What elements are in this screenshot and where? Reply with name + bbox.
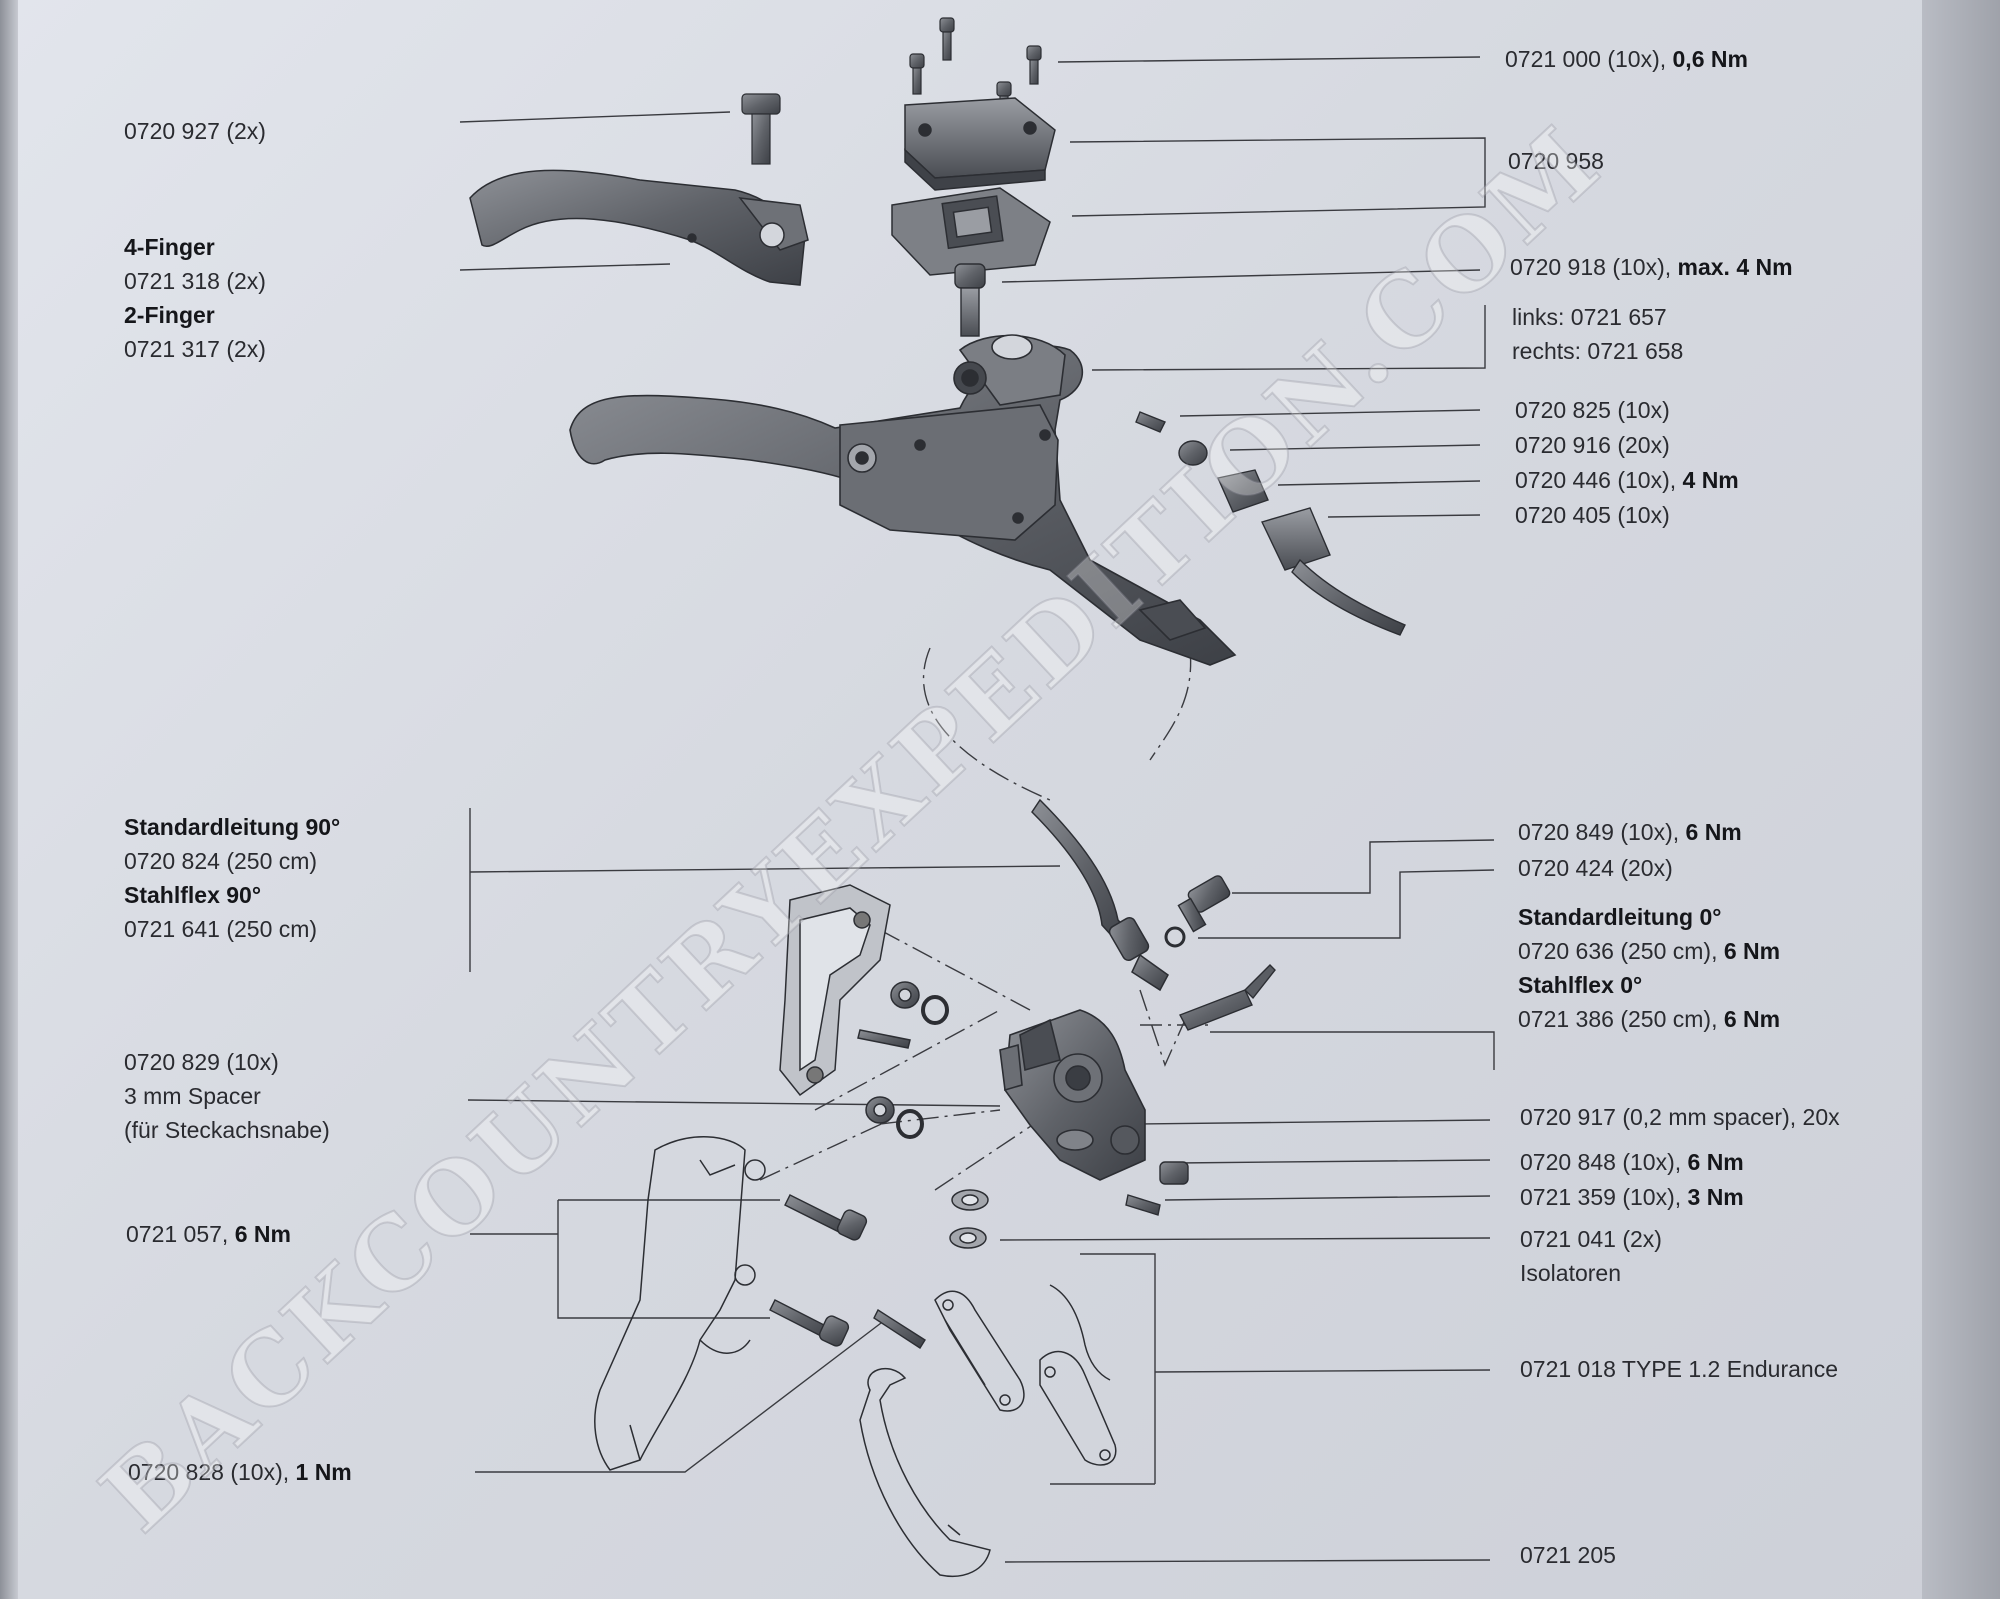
hose-fittings-upper: [1135, 411, 1406, 636]
part-label-hose-nut: 0720 446 (10x), 4 Nm: [1515, 463, 1739, 497]
torque-value: 6 Nm: [1723, 1006, 1781, 1032]
part-description: 3 mm Spacer: [124, 1083, 261, 1109]
part-label-banjo-washer: 0720 424 (20x): [1518, 851, 1673, 885]
part-number-text: 0721 318 (2x): [124, 268, 266, 294]
part-label-hose-pin: 0720 825 (10x): [1515, 393, 1670, 427]
brake-lever-main: [569, 334, 1237, 666]
caliper-adapter: [779, 884, 911, 1097]
part-label-bleed-screw: 0720 848 (10x), 6 Nm: [1520, 1145, 1744, 1179]
part-number-text: 0721 018 TYPE 1.2 Endurance: [1520, 1356, 1838, 1382]
part-number-text: 0720 958: [1508, 148, 1604, 174]
variant-2-finger: 2-Finger: [124, 302, 215, 328]
brake-caliper: [999, 1009, 1146, 1181]
part-number-text: 0720 824 (250 cm): [124, 848, 318, 874]
leader-lines: [459, 56, 1495, 1563]
hose-type-stahlflex: Stahlflex 0°: [1518, 972, 1643, 998]
torque-value: 6 Nm: [1687, 1149, 1744, 1175]
clamp-bolt: [954, 263, 986, 337]
caliper-fittings: [1125, 875, 1276, 1216]
part-label-pad-pin: 0720 828 (10x), 1 Nm: [128, 1455, 352, 1489]
part-label-clamp-bolt: 0720 918 (10x), max. 4 Nm: [1510, 250, 1793, 284]
brake-hose-90: [1031, 798, 1169, 992]
torque-value: 6 Nm: [234, 1221, 291, 1247]
part-label-olive: 0720 916 (20x): [1515, 428, 1670, 462]
part-number-text: 0720 848 (10x),: [1520, 1149, 1688, 1175]
hose-type-stahlflex: Stahlflex 90°: [124, 882, 262, 908]
part-number-text: 0720 424 (20x): [1518, 855, 1673, 881]
part-number-text: 0720 446 (10x),: [1515, 467, 1683, 493]
part-label-lever-screw: 0720 927 (2x): [124, 114, 266, 148]
part-number-text: 0720 918 (10x),: [1510, 254, 1678, 280]
part-number-text: 0720 927 (2x): [124, 118, 266, 144]
part-number-text: 0721 205: [1520, 1542, 1616, 1568]
part-label-set-screw: 0721 359 (10x), 3 Nm: [1520, 1180, 1744, 1214]
isolators: [949, 1189, 989, 1249]
part-number-text: 0721 386 (250 cm),: [1518, 1006, 1724, 1032]
torque-value: 6 Nm: [1723, 938, 1781, 964]
page-binding-shadow: [0, 0, 18, 1599]
part-label-lever-blade: 4-Finger 0721 318 (2x) 2-Finger 0721 317…: [124, 230, 266, 366]
torque-value: 3 Nm: [1687, 1184, 1744, 1210]
part-number-text: 0720 405 (10x): [1515, 502, 1670, 528]
part-number-left: links: 0721 657: [1512, 304, 1667, 330]
part-label-spacer: 0720 829 (10x) 3 mm Spacer (für Steckach…: [124, 1045, 330, 1147]
torque-value: 4 Nm: [1682, 467, 1739, 493]
part-label-banjo-bolt: 0720 849 (10x), 6 Nm: [1518, 815, 1742, 849]
mounting-bolts: [769, 1194, 926, 1349]
spacers: [865, 981, 949, 1139]
part-label-isolators: 0721 041 (2x) Isolatoren: [1520, 1222, 1662, 1290]
brake-lever-small: [469, 169, 809, 286]
part-number-text: 0721 359 (10x),: [1520, 1184, 1688, 1210]
part-number-text: 0721 641 (250 cm): [124, 916, 318, 942]
part-label-lever-body: links: 0721 657 rechts: 0721 658: [1512, 300, 1683, 368]
part-label-reservoir-cover: 0720 958: [1508, 144, 1604, 178]
part-label-cover-screws: 0721 000 (10x), 0,6 Nm: [1505, 42, 1748, 76]
part-number-text: 0720 829 (10x): [124, 1049, 279, 1075]
page-right-edge: [1922, 0, 2000, 1599]
reservoir-cover: [891, 97, 1056, 276]
part-number-text: 0720 917 (0,2 mm spacer), 20x: [1520, 1104, 1840, 1130]
part-number-text: 0721 000 (10x),: [1505, 46, 1673, 72]
hose-type-standard: Standardleitung 0°: [1518, 904, 1722, 930]
torque-value: 0,6 Nm: [1672, 46, 1748, 72]
fork-leg: [594, 1136, 766, 1471]
torque-value: max. 4 Nm: [1677, 254, 1793, 280]
part-description: Isolatoren: [1520, 1260, 1622, 1286]
part-number-right: rechts: 0721 658: [1512, 338, 1684, 364]
brake-pads: [934, 1284, 1117, 1466]
part-number-text: 0720 849 (10x),: [1518, 819, 1686, 845]
variant-4-finger: 4-Finger: [124, 234, 215, 260]
part-label-pad-clip: 0721 205: [1520, 1538, 1616, 1572]
torque-value: 1 Nm: [295, 1459, 352, 1485]
part-label-mount-bolts: 0721 057, 6 Nm: [126, 1217, 291, 1251]
part-number-text: 0720 828 (10x),: [128, 1459, 296, 1485]
hose-type-standard: Standardleitung 90°: [124, 814, 341, 840]
torque-value: 6 Nm: [1685, 819, 1742, 845]
part-label-hose-0: Standardleitung 0° 0720 636 (250 cm), 6 …: [1518, 900, 1780, 1036]
part-label-thin-spacer: 0720 917 (0,2 mm spacer), 20x: [1520, 1100, 1840, 1134]
part-number-text: 0721 041 (2x): [1520, 1226, 1662, 1252]
part-number-text: 0721 317 (2x): [124, 336, 266, 362]
pad-retainer-clip: [859, 1367, 991, 1577]
part-number-text: 0720 916 (20x): [1515, 432, 1670, 458]
part-label-hose-cover: 0720 405 (10x): [1515, 498, 1670, 532]
part-description: (für Steckachsnabe): [124, 1117, 330, 1143]
part-label-hose-90: Standardleitung 90° 0720 824 (250 cm) St…: [124, 810, 340, 946]
part-number-text: 0721 057,: [126, 1221, 235, 1247]
part-number-text: 0720 825 (10x): [1515, 397, 1670, 423]
part-label-brake-pads: 0721 018 TYPE 1.2 Endurance: [1520, 1352, 1838, 1386]
part-number-text: 0720 636 (250 cm),: [1518, 938, 1724, 964]
